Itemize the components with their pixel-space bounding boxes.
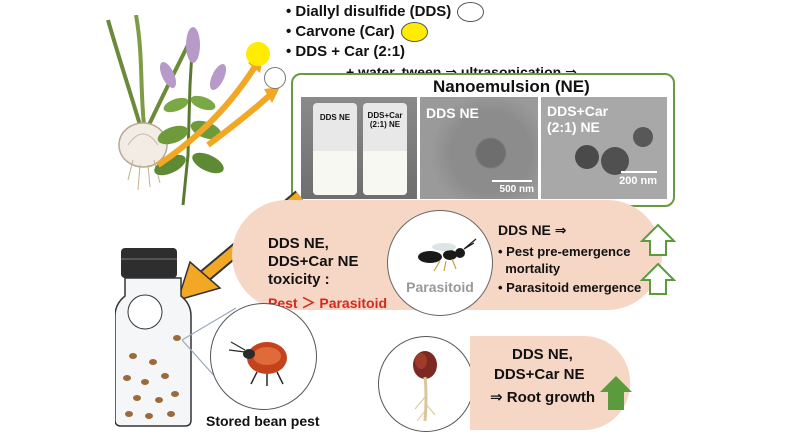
up-arrow-icon: [640, 262, 676, 295]
nanoemulsion-title: Nanoemulsion (NE): [433, 77, 590, 96]
vials-photo: DDS NE DDS+Car (2:1) NE: [301, 97, 417, 199]
legend-dds-car: • DDS + Car (2:1): [286, 43, 406, 60]
dds-circle-icon: [457, 2, 485, 22]
tem-image-dds-car: DDS+Car (2:1) NE 200 nm: [541, 97, 667, 199]
pest-label: Stored bean pest: [206, 413, 320, 429]
tem-scale-dds: 500 nm: [499, 184, 534, 195]
scale-bar-dds-car: [621, 171, 657, 173]
legend-carvone: • Carvone (Car): [286, 23, 395, 40]
vial-label-dds-car: DDS+Car (2:1) NE: [367, 111, 403, 129]
effect-2: • Parasitoid emergence: [498, 280, 642, 295]
root-line2: DDS+Car NE: [494, 366, 585, 383]
seedling-circle: [378, 336, 474, 432]
dds-car-dot: [264, 67, 286, 89]
scale-bar-dds: [492, 180, 532, 182]
root-line1: DDS NE,: [512, 346, 573, 363]
garlic-mint-illustration: [106, 15, 280, 206]
pest-circle: [210, 303, 317, 410]
tem-image-dds: DDS NE 500 nm: [420, 97, 538, 199]
legend: • Diallyl disulfide (DDS) • Carvone (Car…: [286, 2, 577, 82]
vial-dds-ne: DDS NE: [313, 103, 357, 195]
parasitoid-label: Parasitoid: [406, 279, 474, 295]
bean-seedling-icon: [413, 351, 437, 422]
effect-1: • Pest pre-emergence: [498, 244, 631, 259]
up-arrow-icon: [600, 376, 632, 410]
vial-label-dds: DDS NE: [319, 113, 351, 122]
effects-title: DDS NE ⇒: [498, 222, 567, 238]
effect-1-cont: mortality: [498, 261, 561, 276]
legend-dds: • Diallyl disulfide (DDS): [286, 3, 452, 20]
tem-label-dds: DDS NE: [426, 105, 479, 121]
toxicity-line3: toxicity :: [268, 271, 330, 288]
bean-weevil-icon: [229, 341, 287, 386]
carvone-circle-icon: [400, 22, 428, 42]
toxicity-result: Pest ＞ Parasitoid: [268, 295, 388, 311]
storage-vial: [115, 248, 192, 427]
nanoemulsion-panel: Nanoemulsion (NE) DDS NE DDS+Car (2:1) N…: [291, 73, 675, 207]
root-line3: ⇒ Root growth: [490, 389, 596, 406]
tem-scale-dds-car: 200 nm: [619, 175, 657, 187]
parasitoid-circle: Parasitoid: [387, 210, 493, 316]
wasp-icon: [418, 238, 477, 272]
root-growth-panel: [470, 336, 630, 430]
up-arrow-icon: [640, 223, 676, 256]
vial-dds-car-ne: DDS+Car (2:1) NE: [363, 103, 407, 195]
toxicity-line2: DDS+Car NE: [268, 253, 359, 270]
toxicity-line1: DDS NE,: [268, 235, 329, 252]
tem-label-dds-car: DDS+Car (2:1) NE: [547, 103, 609, 135]
carvone-dot: [246, 42, 270, 66]
